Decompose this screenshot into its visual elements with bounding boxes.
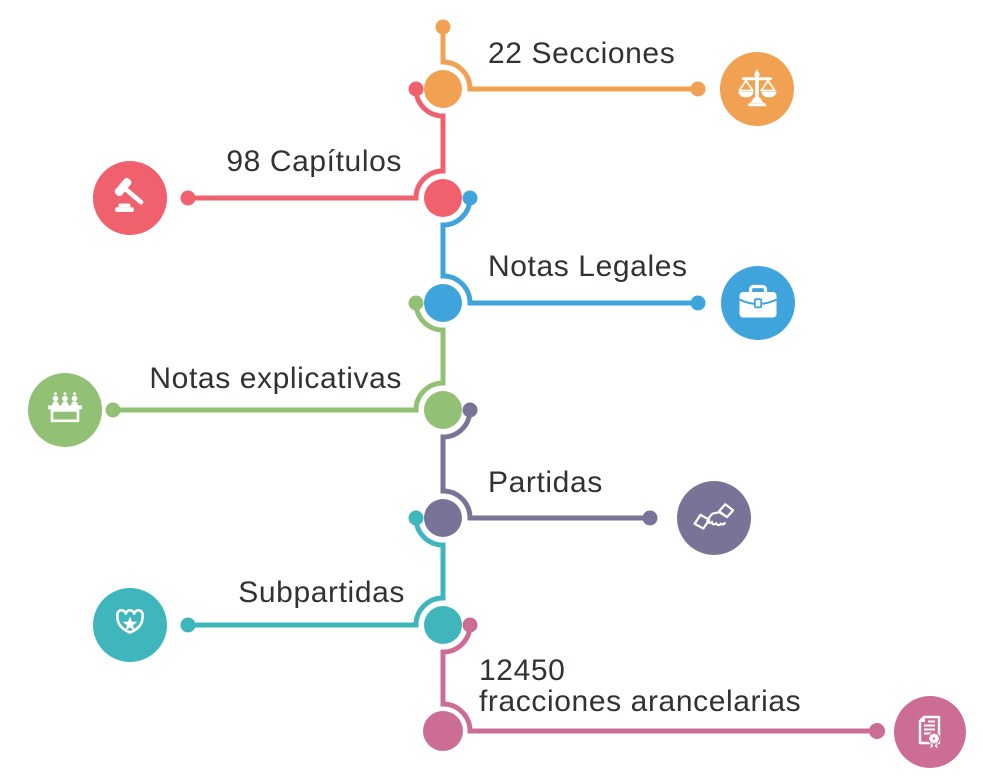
connector-line	[110, 300, 446, 413]
timeline-node	[424, 499, 462, 537]
connector-line	[185, 86, 446, 201]
end-dot	[105, 402, 121, 418]
scales-of-justice-icon	[720, 52, 794, 126]
timeline-item-notas-legales	[424, 190, 795, 340]
connector-line	[440, 30, 701, 92]
timeline-item-secciones	[424, 19, 794, 126]
end-dot	[690, 295, 706, 311]
timeline-item-fracciones	[423, 617, 966, 768]
label-secciones: 22 Secciones	[488, 37, 676, 70]
end-dot	[180, 190, 196, 206]
certificate-icon	[894, 696, 966, 768]
timeline-node	[424, 391, 462, 429]
connector-line	[185, 515, 446, 628]
timeline-item-capitulos	[93, 81, 462, 235]
handshake-icon	[677, 481, 751, 555]
label-notas-explicativas: Notas explicativas	[149, 362, 402, 395]
timeline-node	[423, 711, 463, 751]
label-notas-legales: Notas Legales	[488, 250, 688, 283]
end-dot	[869, 723, 885, 739]
end-dot	[642, 510, 658, 526]
end-dot	[690, 81, 706, 97]
connector-line	[440, 622, 880, 734]
timeline-item-subpartidas	[93, 510, 462, 662]
connector-line	[440, 195, 701, 306]
timeline-node	[424, 70, 462, 108]
label-fracciones-line2: fracciones arancelarias	[479, 685, 802, 718]
timeline-node	[424, 606, 462, 644]
timeline-node	[424, 179, 462, 217]
start-dot	[435, 19, 451, 35]
police-badge-icon	[93, 588, 167, 662]
timeline-item-notas-explicativas	[28, 295, 462, 447]
briefcase-icon	[721, 266, 795, 340]
timeline-item-partidas	[424, 402, 751, 555]
connector-line	[440, 407, 653, 521]
label-fracciones-line1: 12450	[479, 654, 566, 687]
end-dot	[180, 617, 196, 633]
label-fracciones: 12450 fracciones arancelarias	[479, 655, 801, 717]
label-subpartidas: Subpartidas	[238, 576, 405, 609]
committee-icon	[28, 373, 102, 447]
label-partidas: Partidas	[488, 466, 603, 499]
timeline-node	[424, 284, 462, 322]
label-capitulos: 98 Capítulos	[226, 145, 402, 178]
gavel-icon	[93, 161, 167, 235]
